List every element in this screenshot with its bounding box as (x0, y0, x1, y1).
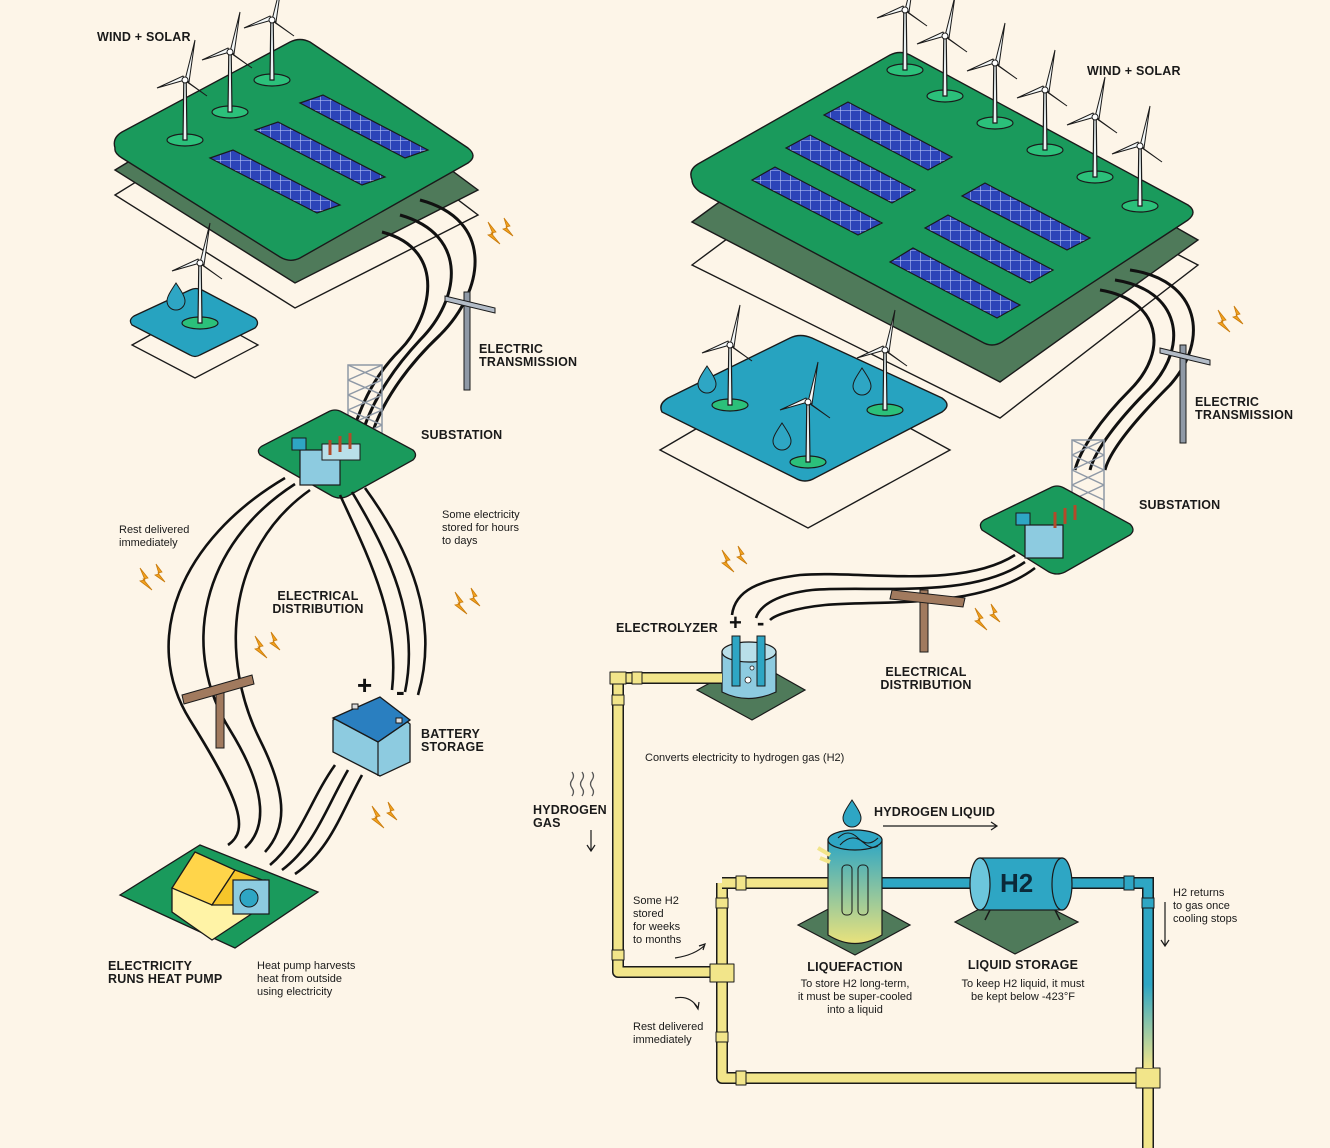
battery-plus-sign: + (357, 670, 373, 700)
left-substation (257, 409, 417, 499)
spark-icon (139, 563, 166, 591)
spark-icon (974, 603, 1001, 631)
spark-icon (487, 217, 514, 245)
liquid-storage-note: To keep H2 liquid, it must be kept below… (961, 978, 1085, 1003)
right-distribution-cables (730, 553, 1036, 622)
heat-pump-note: Heat pump harvests heat from outside usi… (257, 960, 356, 998)
battery-minus-sign: - (396, 676, 405, 706)
flow-arrows (586, 821, 1170, 1011)
liquefaction-note: To store H2 long-term, it must be super-… (797, 978, 913, 1016)
right-electric-transmission-label: ELECTRIC TRANSMISSION (1195, 395, 1294, 422)
heat-pump-house (118, 844, 320, 949)
spark-icon (721, 545, 748, 573)
left-electric-transmission-label: ELECTRIC TRANSMISSION (479, 342, 578, 369)
left-distribution-cables (167, 476, 427, 876)
hydrogen-gas-wave-icon (569, 771, 595, 797)
h2-returns-note: H2 returns to gas once cooling stops (1173, 887, 1238, 925)
spark-icon (371, 801, 398, 829)
right-solar-panels (750, 101, 1092, 319)
electrolyzer-plus-sign: + (729, 610, 742, 635)
liquefaction-icon (796, 829, 912, 956)
hydrogen-liquid-pipes (880, 875, 1155, 1068)
battery-storage-label: BATTERY STORAGE (421, 727, 484, 754)
hydrogen-liquid-label: HYDROGEN LIQUID (874, 805, 996, 819)
electrolyzer-icon (695, 635, 807, 721)
hydrogen-gas-pipes (609, 671, 1161, 1148)
right-electrical-distribution-label: ELECTRICAL DISTRIBUTION (880, 665, 972, 692)
water-drop-icon (697, 365, 717, 394)
electricity-runs-heat-pump-label: ELECTRICITY RUNS HEAT PUMP (108, 959, 223, 986)
left-rest-delivered-note: Rest delivered immediately (119, 524, 190, 549)
spark-icon (1217, 305, 1244, 333)
tank-h2-label: H2 (1000, 868, 1034, 898)
some-h2-stored-note: Some H2 stored for weeks to months (633, 895, 682, 946)
right-wind-solar-label: WIND + SOLAR (1087, 64, 1181, 78)
hydrogen-gas-label: HYDROGEN GAS (533, 803, 607, 830)
left-wind-solar-label: WIND + SOLAR (97, 30, 191, 44)
right-water-platform (658, 304, 952, 529)
spark-icon (254, 631, 281, 659)
right-system (569, 0, 1244, 1148)
left-solar-panels (208, 94, 430, 214)
electrolyzer-minus-sign: - (757, 610, 765, 635)
left-transmission-pole (444, 291, 496, 391)
right-substation-label: SUBSTATION (1139, 498, 1221, 512)
converts-electricity-note: Converts electricity to hydrogen gas (H2… (645, 752, 845, 764)
left-electrical-distribution-label: ELECTRICAL DISTRIBUTION (272, 589, 364, 616)
right-transmission-pole (1159, 344, 1211, 444)
electrolyzer-label: ELECTROLYZER (616, 621, 718, 635)
spark-icon (454, 587, 481, 615)
left-water-platform (129, 222, 260, 379)
right-rest-delivered-note: Rest delivered immediately (633, 1021, 704, 1046)
battery-storage-icon (331, 696, 412, 777)
left-system (113, 0, 514, 949)
right-distribution-pole (889, 589, 966, 653)
right-substation (979, 485, 1134, 575)
left-distribution-pole (181, 674, 255, 749)
some-electricity-stored-note: Some electricity stored for hours to day… (442, 509, 520, 547)
left-substation-label: SUBSTATION (421, 428, 503, 442)
liquid-storage-label: LIQUID STORAGE (967, 958, 1079, 972)
left-transmission-cables (348, 198, 477, 441)
water-drop-icon (166, 282, 186, 311)
hydrogen-liquid-drop-icon (842, 799, 862, 828)
liquefaction-label: LIQUEFACTION (807, 960, 903, 974)
liquid-storage-tank-icon (953, 857, 1080, 955)
